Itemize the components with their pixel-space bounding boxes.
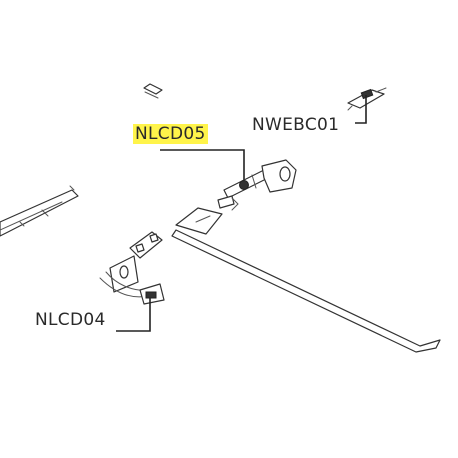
callout-label-nlcd04: NLCD04 — [35, 310, 106, 330]
leader-nlcd04 — [116, 298, 151, 332]
left-panel-edge — [0, 185, 79, 237]
webcam-connector-part — [347, 87, 387, 111]
top-fragment — [143, 83, 163, 99]
leader-nlcd05 — [160, 149, 245, 183]
callout-label-nwebc01: NWEBC01 — [252, 115, 340, 135]
left-hinge-part — [109, 231, 163, 293]
callout-label-nlcd05: NLCD05 — [133, 124, 208, 144]
right-hinge-part — [217, 159, 297, 211]
leader-nwebc01 — [355, 95, 367, 124]
lcd-cable-part — [99, 207, 441, 353]
